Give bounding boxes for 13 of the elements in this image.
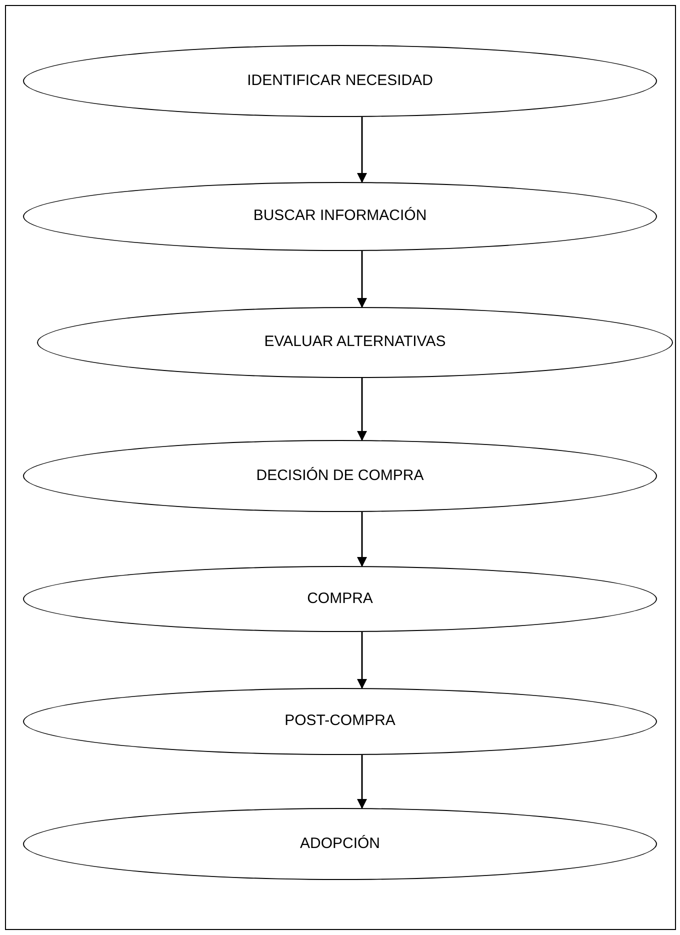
arrow: [357, 632, 367, 689]
step-label: ADOPCIÓN: [300, 834, 380, 854]
arrow: [357, 251, 367, 308]
arrow: [357, 117, 367, 183]
step-label: DECISIÓN DE COMPRA: [256, 466, 424, 486]
step-label: BUSCAR INFORMACIÓN: [253, 206, 427, 226]
arrow: [357, 378, 367, 441]
step-label: COMPRA: [307, 588, 373, 609]
arrow: [357, 512, 367, 567]
step-label: EVALUAR ALTERNATIVAS: [264, 332, 446, 352]
step-label: POST-COMPRA: [284, 711, 396, 732]
arrow: [357, 755, 367, 809]
step-label: IDENTIFICAR NECESIDAD: [247, 70, 433, 91]
